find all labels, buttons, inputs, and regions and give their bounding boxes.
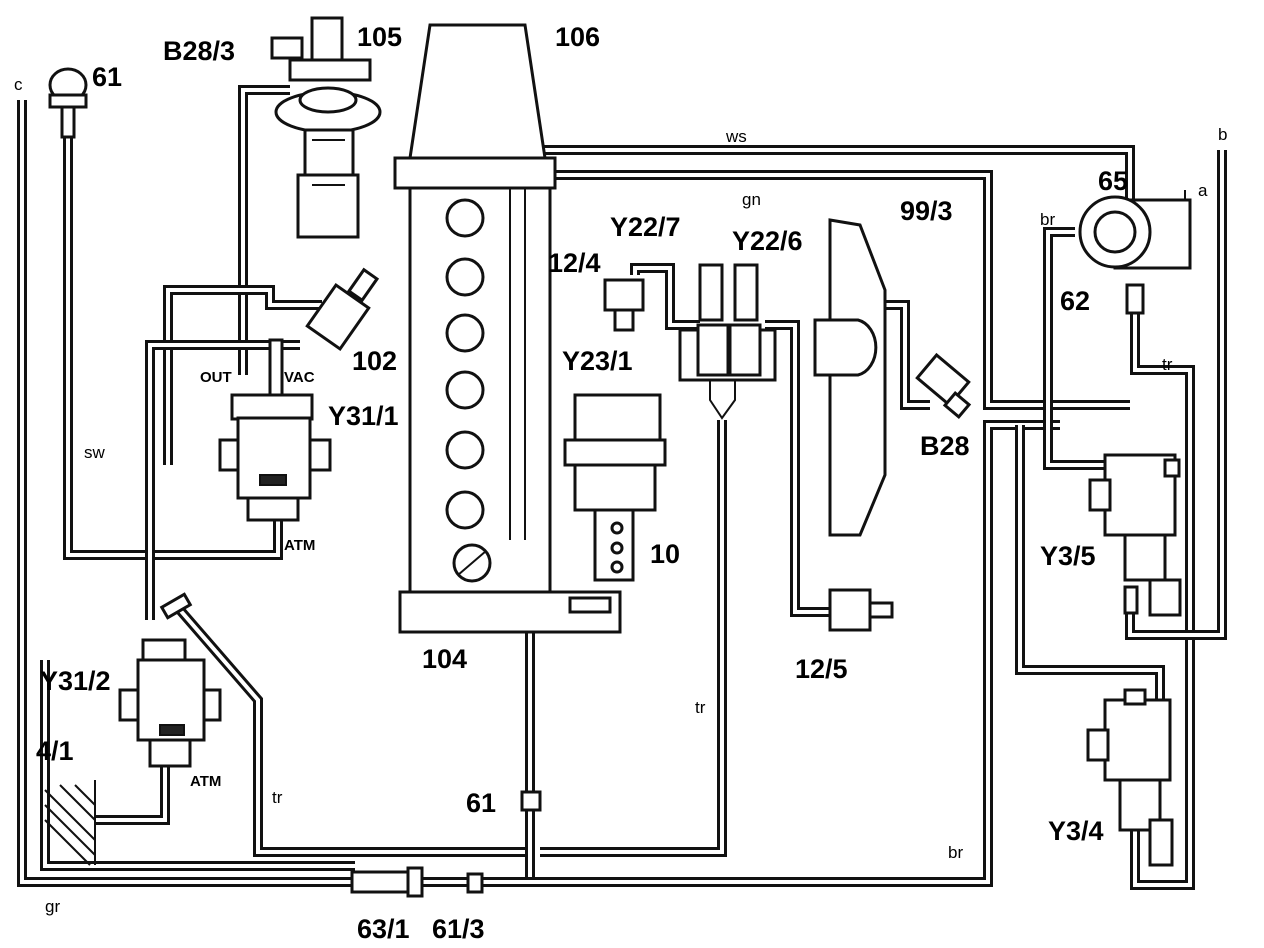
valve-102-icon	[305, 267, 380, 352]
label-b28-3: B28/3	[163, 36, 235, 66]
label-105: 105	[357, 22, 402, 52]
label-61-bot: 61	[466, 788, 496, 818]
valve-y3-5-icon	[1088, 453, 1182, 617]
connector-61-icon	[520, 790, 542, 812]
label-br-bot: br	[948, 843, 963, 862]
label-102: 102	[352, 346, 397, 376]
label-a: a	[1198, 181, 1208, 200]
valve-y22-icon	[678, 263, 777, 420]
damper-12-5-icon	[828, 588, 894, 632]
ground-4-1-icon	[44, 780, 96, 866]
label-tr-mid: tr	[695, 698, 706, 717]
sensor-b28-icon	[915, 352, 972, 420]
label-y31-2: Y31/2	[40, 666, 111, 696]
label-c: c	[14, 75, 23, 94]
line-b28-3	[238, 85, 290, 375]
actuator-y23-1-icon	[563, 393, 667, 582]
damper-12-4-icon	[603, 278, 645, 332]
part-62-icon	[1125, 283, 1145, 315]
valve-y31-1-icon	[218, 338, 332, 522]
b28-3-sensor-icon	[270, 16, 382, 239]
label-4-1: 4/1	[36, 736, 74, 766]
label-61-top: 61	[92, 62, 122, 92]
label-104: 104	[422, 644, 467, 674]
label-62: 62	[1060, 286, 1090, 316]
label-gr: gr	[45, 897, 60, 916]
label-y23-1: Y23/1	[562, 346, 633, 376]
label-atm2: ATM	[190, 773, 221, 790]
label-y3-5: Y3/5	[1040, 541, 1096, 571]
label-tr-left: tr	[272, 788, 283, 807]
line-atm-4-1	[95, 765, 170, 825]
label-61-3: 61/3	[432, 914, 485, 944]
label-b28: B28	[920, 431, 970, 461]
label-tr-right: tr	[1162, 355, 1173, 374]
label-out: OUT	[200, 369, 232, 386]
line-br-65	[1043, 227, 1105, 470]
part-63-1-icon	[350, 866, 424, 898]
label-63-1: 63/1	[357, 914, 410, 944]
valve-y31-2-icon	[118, 592, 222, 768]
label-atm1: ATM	[284, 537, 315, 554]
label-y22-7: Y22/7	[610, 212, 681, 242]
label-106: 106	[555, 22, 600, 52]
label-br-top: br	[1040, 210, 1055, 229]
part-65-icon	[1078, 190, 1192, 270]
label-sw: sw	[84, 443, 106, 462]
label-ws: ws	[725, 127, 747, 146]
valve-y3-4-icon	[1086, 688, 1174, 867]
labels: B28/3 105 106 61 c b a ws gn 65 br 62 tr…	[14, 22, 1227, 944]
connector-61-3-icon	[466, 872, 484, 894]
label-12-5: 12/5	[795, 654, 848, 684]
label-vac: VAC	[284, 369, 315, 386]
engine-104-icon	[393, 23, 622, 634]
label-99-3: 99/3	[900, 196, 953, 226]
label-y3-4: Y3/4	[1048, 816, 1104, 846]
label-y22-6: Y22/6	[732, 226, 803, 256]
label-12-4: 12/4	[548, 248, 601, 278]
label-y31-1: Y31/1	[328, 401, 399, 431]
part-99-3-icon	[813, 218, 887, 537]
label-gn: gn	[742, 190, 761, 209]
line-12-4	[630, 263, 700, 330]
sensor-61-icon	[48, 67, 88, 139]
label-b: b	[1218, 125, 1227, 144]
label-10: 10	[650, 539, 680, 569]
label-65: 65	[1098, 166, 1128, 196]
